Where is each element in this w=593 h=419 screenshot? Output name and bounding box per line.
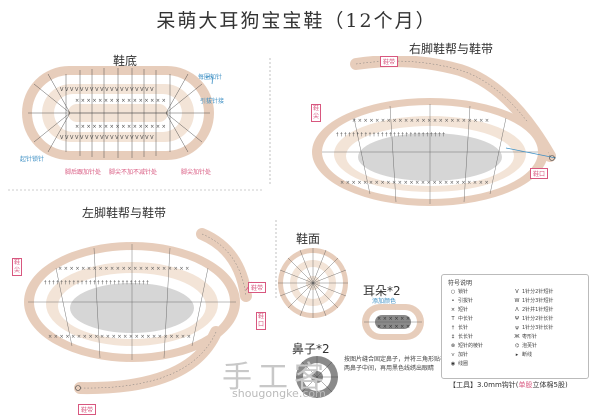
svg-text:† † † † † † † † † † † † † † †: † † † † † † † † † † † † † † † † † † † † … [44,280,149,286]
face-diagram [278,248,348,318]
sole-toe-keep-label: 脚尖不加不减针处 [109,169,158,176]
ear-color-label: 添加颜色 [372,298,397,305]
tools-line: 【工具】3.0mm钩针(单股立体棉5股) [449,381,568,389]
right-upper-diagram: × × × × × × × × × × × × × × × × × × × × … [312,56,557,206]
svg-text:× × × × × ×: × × × × × × [377,324,410,330]
sole-heel-label: 脚后跟加针处 [65,169,102,176]
svg-text:† † † † † † † † † † † † † † †: † † † † † † † † † † † † † † † † † † † † … [336,132,445,138]
ear-section-title: 耳朵*2 [363,284,401,298]
svg-text:× × × × × × × × × × × × × × ×: × × × × × × × × × × × × × × × × × × × × … [340,180,489,186]
sole-section-title: 鞋底 [113,54,138,68]
svg-text:V V V V V V V V V V V V V V V: V V V V V V V V V V V V V V V V V V V [60,135,154,141]
legend-item: ○锁针 [450,289,469,295]
left-upper-diagram: × × × × × × × × × × × × × × × × × × × × … [24,228,253,395]
right-side-tag: 鞋尖 [311,104,321,122]
legend-item: ◉线圈 [450,361,469,367]
legend-item: ⌬泡芙针 [514,343,538,349]
legend-item: †长针 [451,325,469,331]
sole-inc-mark-label: 每圈加针 [198,74,223,81]
left-hole-tag: 鞋口 [256,312,266,330]
assembly-note: 按图片缝合固定鼻子，并将三角形贴在两鼻子中间，再用黑色线绣出眼睛 [344,356,447,372]
legend-item: ⋎加针 [451,352,469,358]
sole-start-label: 起针锁针 [20,156,45,163]
sole-toe-inc-label: 脚尖加针处 [181,169,212,176]
sole-diagram: × × × × × × × × × × × × × × × × × × × × … [22,66,214,160]
nose-section-title: 鼻子*2 [292,342,330,356]
svg-text:× × × × × × × × × × × × × × ×: × × × × × × × × × × × × × × × × × × × × … [58,266,189,272]
svg-text:× × × × × × × × × × × × × × ×: × × × × × × × × × × × × × × × × × × × × … [352,118,489,124]
ear-diagram: × × × × × × × × × × × × [362,304,424,340]
nose-diagram [296,356,338,398]
svg-text:× × × × × × × × × × × × × × ×: × × × × × × × × × × × × × × × × × × × × … [48,334,191,340]
left-bottom-strap-tag: 鞋带 [78,404,97,415]
svg-text:× × × × × ×: × × × × × × [377,316,410,322]
right-strap-tag: 鞋带 [380,56,399,67]
legend-item: ×短针 [450,307,469,313]
sole-end-mark-label: 引拔针接 [200,98,225,105]
right-hole-tag: 鞋口 [530,168,549,179]
right-section-title: 右脚鞋帮与鞋带 [409,42,494,56]
svg-text:V V V V V V V V V V V V V V V: V V V V V V V V V V V V V V V V V V V [60,87,154,93]
watermark-url: shougongke.com [232,387,326,400]
legend-title: 符号说明 [448,280,473,287]
svg-text:× × × × × × × × × × × × × × ×: × × × × × × × × × × × × × × × × [75,98,166,104]
left-side-tag: 鞋尖 [12,258,22,276]
legend-item: ▸断线 [515,352,533,358]
left-section-title: 左脚鞋帮与鞋带 [82,206,167,220]
legend-item: •引拔针 [451,298,474,304]
legend-item: ⊗短针的棱针 [450,343,484,349]
page-title: 呆萌大耳狗宝宝鞋（12个月） [156,10,437,32]
left-strap-tag: 鞋带 [248,282,267,293]
face-section-title: 鞋面 [296,232,321,246]
svg-text:× × × × × × × × × × × × × × ×: × × × × × × × × × × × × × × × × [75,124,166,130]
watermark: 手工客 [222,360,330,395]
legend-item: ‡长长针 [451,334,474,340]
